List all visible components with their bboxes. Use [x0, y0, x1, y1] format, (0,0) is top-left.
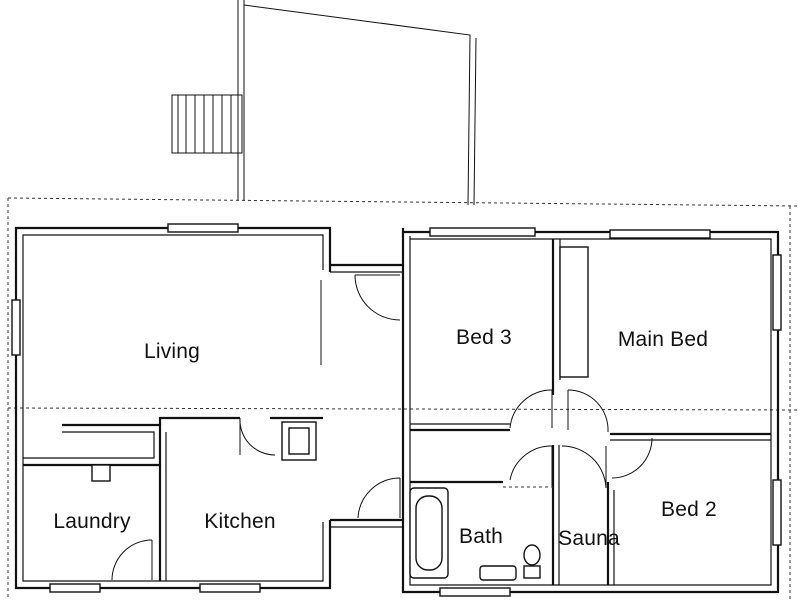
- doors: [111, 274, 653, 581]
- left-wing-walls: [14, 226, 332, 590]
- stairs: [171, 94, 243, 154]
- room-label-bed2: Bed 2: [661, 498, 717, 521]
- interior-walls: [23, 239, 771, 585]
- room-label-bed3: Bed 3: [456, 326, 512, 349]
- room-label-bath: Bath: [459, 525, 503, 548]
- passage-walls: [320, 263, 403, 528]
- room-label-sauna: Sauna: [558, 527, 620, 550]
- room-label-living: Living: [143, 340, 201, 363]
- room-label-laundry: Laundry: [53, 510, 131, 533]
- windows: [11, 223, 782, 597]
- room-label-kitchen: Kitchen: [204, 510, 276, 533]
- deck: [237, 0, 477, 206]
- bath-fixtures: [409, 487, 541, 581]
- room-label-main-bed: Main Bed: [617, 328, 709, 351]
